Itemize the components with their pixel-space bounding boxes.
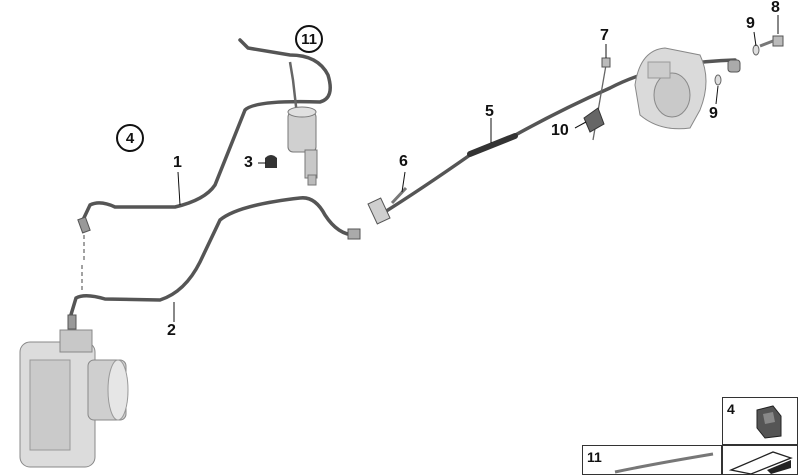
abs-fitting — [67, 314, 77, 330]
callout-2: 2 — [167, 322, 176, 339]
inset-line-label: 11 — [587, 449, 602, 465]
arrow-shape-icon — [728, 451, 793, 474]
clip-3 — [265, 155, 277, 168]
brake-caliper — [634, 47, 707, 130]
master-cylinder-pipe — [288, 61, 299, 116]
callout-6: 6 — [399, 153, 408, 170]
bracket-10 — [583, 107, 605, 133]
leader-9b — [715, 85, 719, 105]
inset-line: 11 — [582, 445, 722, 475]
hose-sleeve — [467, 133, 518, 157]
callout-5: 5 — [485, 103, 494, 120]
banjo-bolt-8 — [759, 35, 784, 48]
leader-6 — [401, 171, 406, 193]
brake-line-2 — [68, 196, 357, 320]
leader-10 — [574, 121, 587, 129]
inset-arrow — [722, 445, 798, 475]
callout-7: 7 — [600, 27, 609, 44]
leader-1 — [177, 171, 181, 206]
leader-9a — [753, 31, 757, 47]
callout-4: 4 — [116, 124, 144, 152]
clip-icon — [756, 405, 782, 439]
callout-1: 1 — [173, 154, 182, 171]
banjo-fitting — [727, 59, 741, 73]
inset-clip: 4 — [722, 397, 798, 445]
bracket-6 — [347, 186, 408, 240]
callout-10: 10 — [551, 122, 569, 139]
abs-unit — [19, 329, 129, 468]
callout-9-upper: 9 — [746, 15, 755, 32]
inset-clip-label: 4 — [727, 401, 735, 417]
callout-11: 11 — [295, 25, 323, 53]
master-cylinder — [287, 106, 318, 186]
callout-9-lower: 9 — [709, 105, 718, 122]
line1-fitting — [77, 216, 91, 234]
callout-3: 3 — [244, 154, 253, 171]
washer-9-lower — [714, 74, 722, 86]
bolt-7-head — [601, 57, 611, 68]
brake-line-1 — [80, 38, 332, 224]
line-segment-icon — [614, 452, 714, 474]
washer-9-upper — [752, 44, 760, 56]
callout-8: 8 — [771, 0, 780, 16]
